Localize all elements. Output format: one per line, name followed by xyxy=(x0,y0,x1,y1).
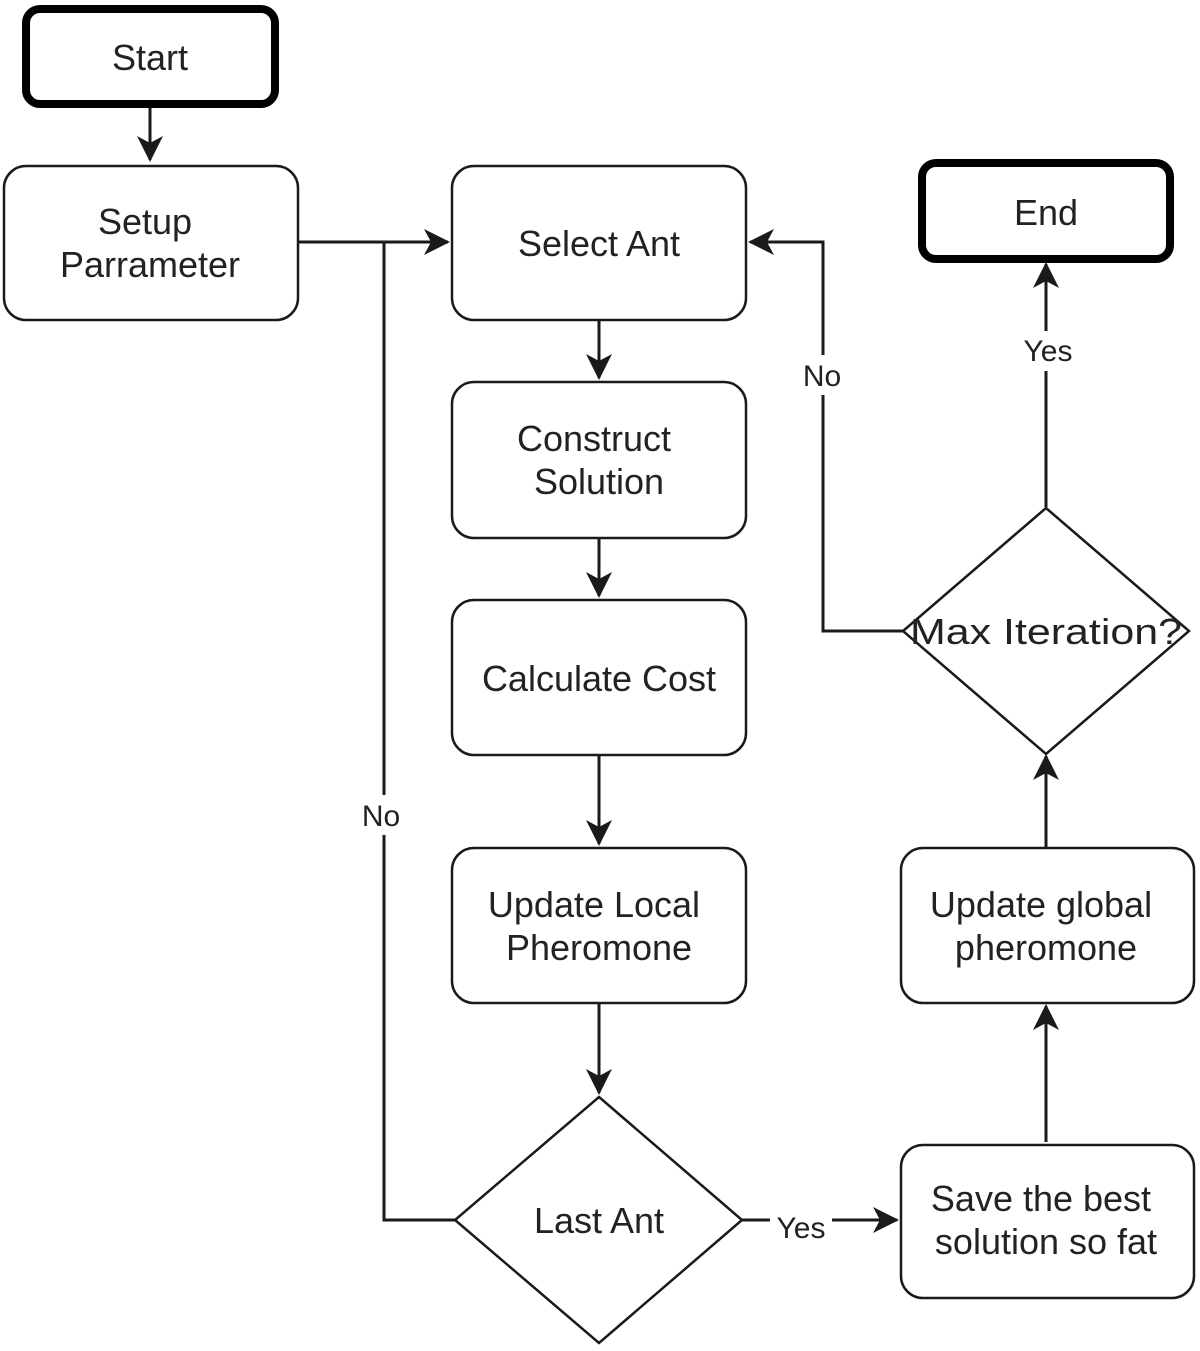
max-iteration-label: Max Iteration? xyxy=(910,611,1182,652)
label-last-ant-no: No xyxy=(362,800,400,833)
calculate-box xyxy=(450,598,748,757)
label-max-iteration-no: No xyxy=(803,360,841,393)
end-label: End xyxy=(1014,192,1078,233)
update-local-box xyxy=(450,846,748,1005)
node-construct-solution[interactable]: Construct Solution xyxy=(450,380,748,540)
node-end[interactable]: End xyxy=(918,159,1174,263)
save-best-box xyxy=(899,1143,1196,1300)
node-update-global-pheromone[interactable]: Update global pheromone xyxy=(899,846,1196,1005)
edge-labels: No Yes No Yes xyxy=(354,331,1078,1245)
construct-box xyxy=(450,380,748,540)
start-label: Start xyxy=(112,37,188,78)
node-last-ant-decision[interactable]: Last Ant xyxy=(453,1095,744,1345)
update-local-label: Update Local Pheromone xyxy=(488,884,710,968)
label-max-iteration-yes: Yes xyxy=(1024,335,1073,368)
save-best-label: Save the best solution so fat xyxy=(931,1178,1161,1262)
node-save-best-solution[interactable]: Save the best solution so fat xyxy=(899,1143,1196,1300)
setup-label: Setup Parrameter xyxy=(60,201,240,285)
edge-last-ant-no-loop xyxy=(382,242,455,1222)
node-update-local-pheromone[interactable]: Update Local Pheromone xyxy=(450,846,748,1005)
last-ant-label: Last Ant xyxy=(534,1200,664,1241)
construct-label: Construct Solution xyxy=(517,418,681,502)
setup-box xyxy=(2,164,300,322)
end-terminal-shape xyxy=(918,159,1174,263)
update-global-label: Update global pheromone xyxy=(930,884,1162,968)
max-iteration-diamond xyxy=(901,506,1191,756)
node-calculate-cost[interactable]: Calculate Cost xyxy=(450,598,748,757)
edges xyxy=(137,108,1059,1233)
update-global-box xyxy=(899,846,1196,1005)
last-ant-diamond xyxy=(453,1095,744,1345)
node-setup-parameter[interactable]: Setup Parrameter xyxy=(2,164,300,322)
calculate-label: Calculate Cost xyxy=(482,658,716,699)
node-max-iteration-decision[interactable]: Max Iteration? xyxy=(901,506,1191,756)
select-ant-label: Select Ant xyxy=(518,223,680,264)
edge-max-iteration-no-to-select-ant xyxy=(748,229,903,633)
node-start[interactable]: Start xyxy=(22,5,279,108)
node-select-ant[interactable]: Select Ant xyxy=(450,164,748,322)
select-ant-box xyxy=(450,164,748,322)
label-last-ant-yes: Yes xyxy=(777,1212,826,1245)
start-terminal-shape xyxy=(22,5,279,108)
